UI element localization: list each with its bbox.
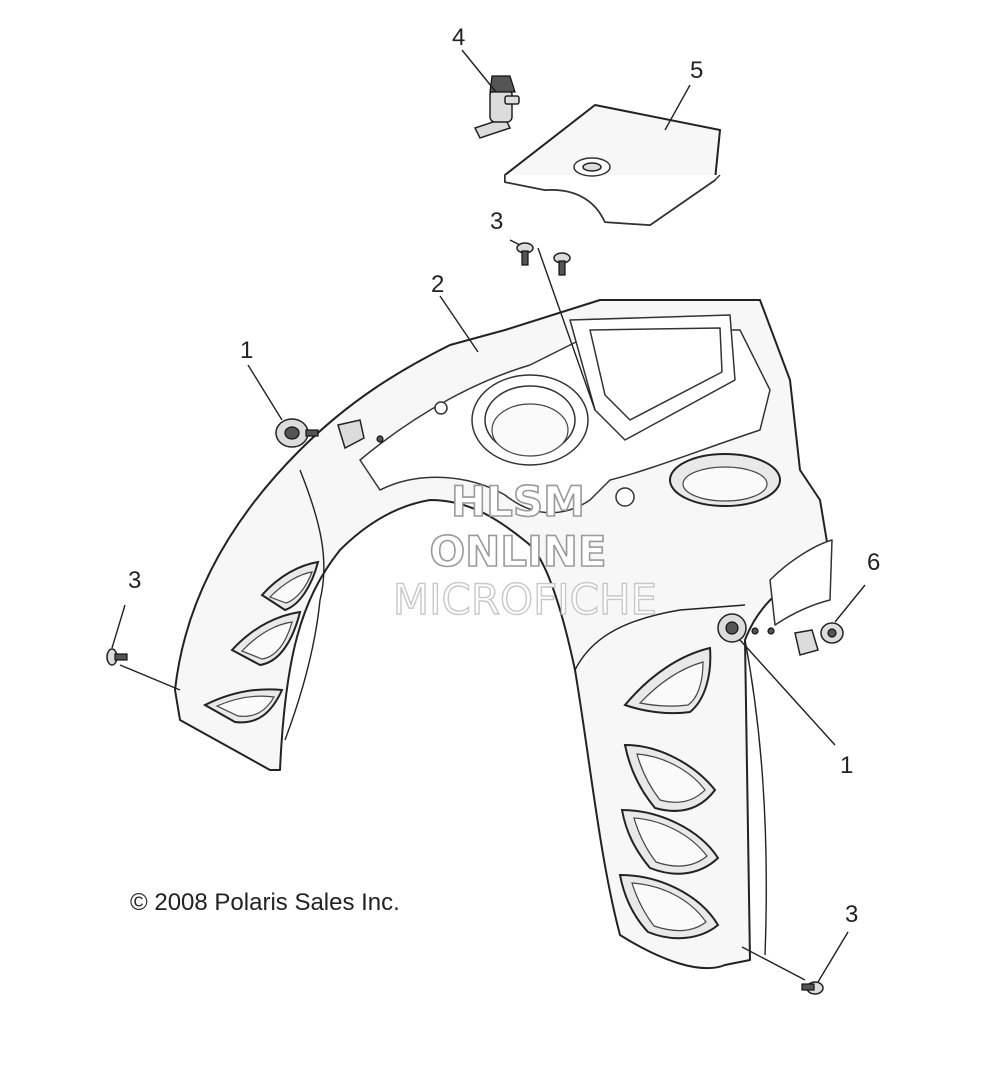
callout-5: 5 [690, 57, 703, 84]
console-body-part[interactable] [174, 299, 833, 970]
watermark: HLSM ONLINE MICROFICHE [392, 476, 658, 625]
storage-lid-part[interactable] [504, 104, 721, 226]
watermark-line-1: HLSM [451, 477, 585, 526]
screw-top-b[interactable] [553, 252, 571, 276]
screw-top-a[interactable] [516, 242, 534, 266]
callout-3-top: 3 [490, 208, 503, 235]
callout-3-left: 3 [128, 567, 141, 594]
screw-bottom[interactable] [801, 981, 824, 995]
screw-left[interactable] [106, 648, 128, 666]
callout-4: 4 [452, 24, 465, 51]
leader-lines [111, 49, 866, 983]
callout-2: 2 [431, 271, 444, 298]
callout-6: 6 [867, 549, 880, 576]
latch-part[interactable] [473, 75, 520, 139]
watermark-line-2: ONLINE [429, 527, 606, 576]
copyright-text: © 2008 Polaris Sales Inc. [130, 889, 400, 916]
nut-part[interactable] [820, 622, 844, 644]
knob-left-part[interactable] [275, 418, 384, 450]
callout-1-left: 1 [240, 337, 253, 364]
callout-numbers: 4 5 3 2 1 6 3 1 3 [128, 24, 880, 928]
watermark-line-3: MICROFICHE [393, 575, 657, 624]
callout-1-right: 1 [840, 752, 853, 779]
callout-3-bottom: 3 [845, 901, 858, 928]
knob-right-part[interactable] [717, 613, 819, 656]
